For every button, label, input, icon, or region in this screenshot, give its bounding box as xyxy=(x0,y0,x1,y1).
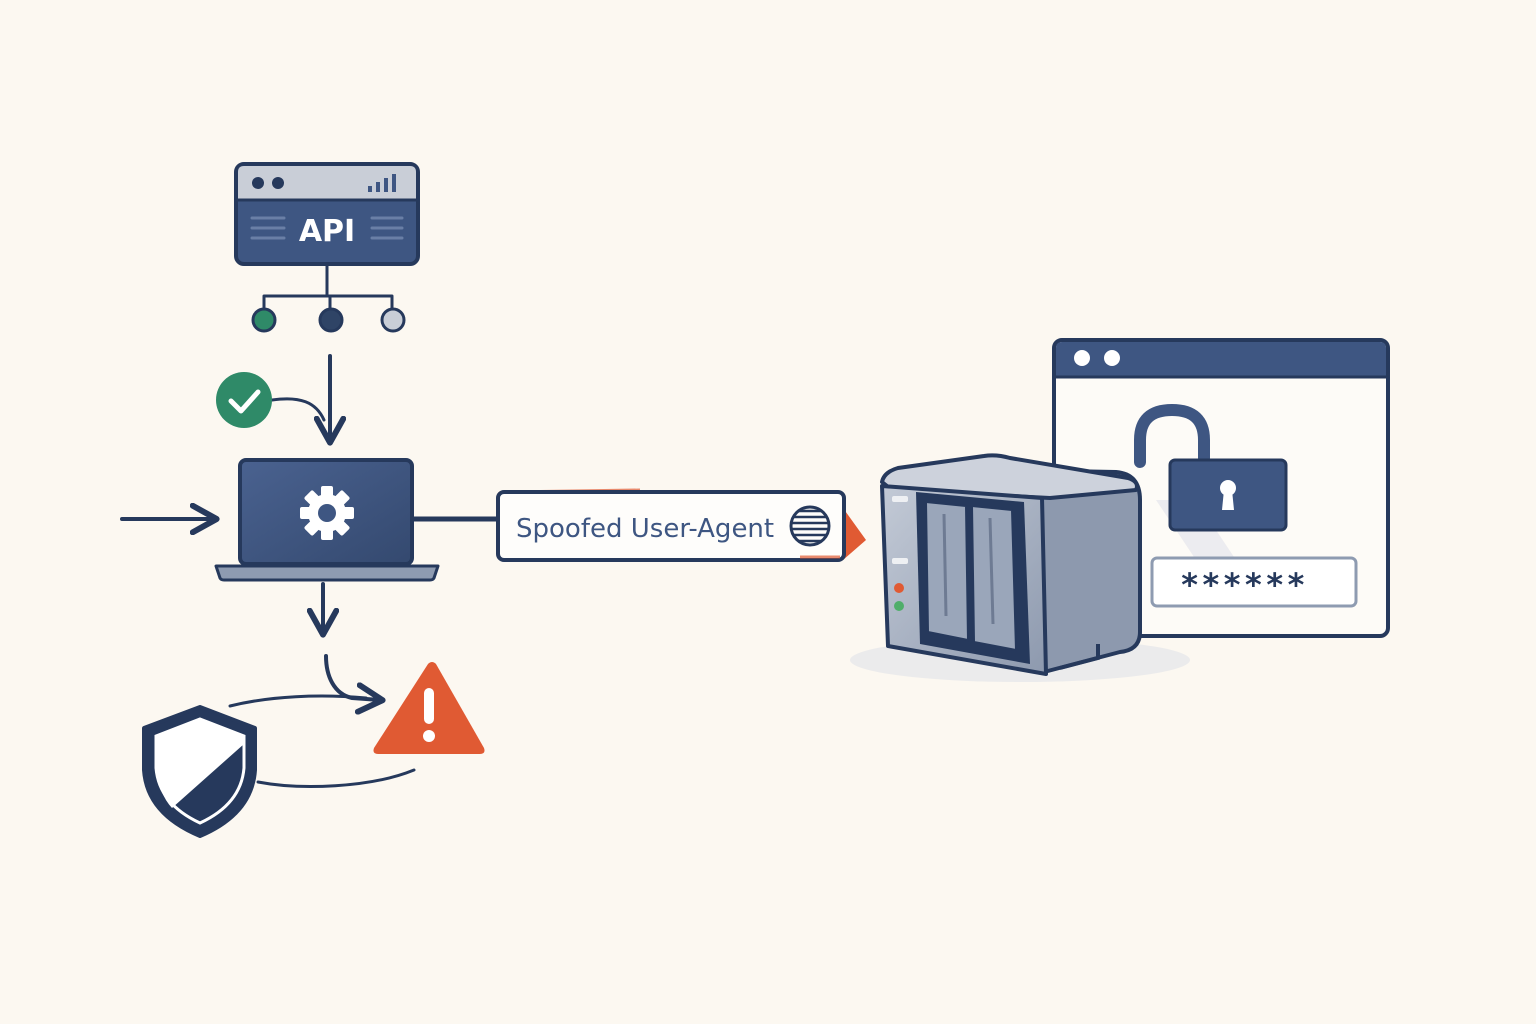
status-led-green xyxy=(894,601,904,611)
gear-icon xyxy=(300,486,354,540)
arrow-to-warning xyxy=(324,654,380,700)
laptop-icon xyxy=(214,458,440,582)
password-value: ****** xyxy=(1180,566,1308,604)
user-agent-tag: Spoofed User-Agent xyxy=(496,488,866,562)
password-field: ****** xyxy=(1150,556,1358,608)
user-agent-label: Spoofed User-Agent xyxy=(516,514,774,544)
api-label: API xyxy=(299,214,355,249)
nas-server-icon xyxy=(850,453,1190,682)
globe-icon xyxy=(789,505,831,547)
loop-connector-lower xyxy=(256,768,416,788)
api-window-icon: API xyxy=(234,162,420,266)
endpoint-node-navy xyxy=(318,307,344,333)
status-led-orange xyxy=(894,583,904,593)
api-endpoint-tree xyxy=(251,262,406,333)
check-icon xyxy=(216,372,326,428)
endpoint-node-gray xyxy=(380,307,406,333)
warning-icon xyxy=(373,662,485,754)
tag-arrow-tip xyxy=(843,508,866,560)
loop-connector xyxy=(228,694,368,708)
shield-icon xyxy=(142,705,257,838)
endpoint-node-green xyxy=(251,307,277,333)
unlocked-padlock-icon xyxy=(1134,403,1288,560)
